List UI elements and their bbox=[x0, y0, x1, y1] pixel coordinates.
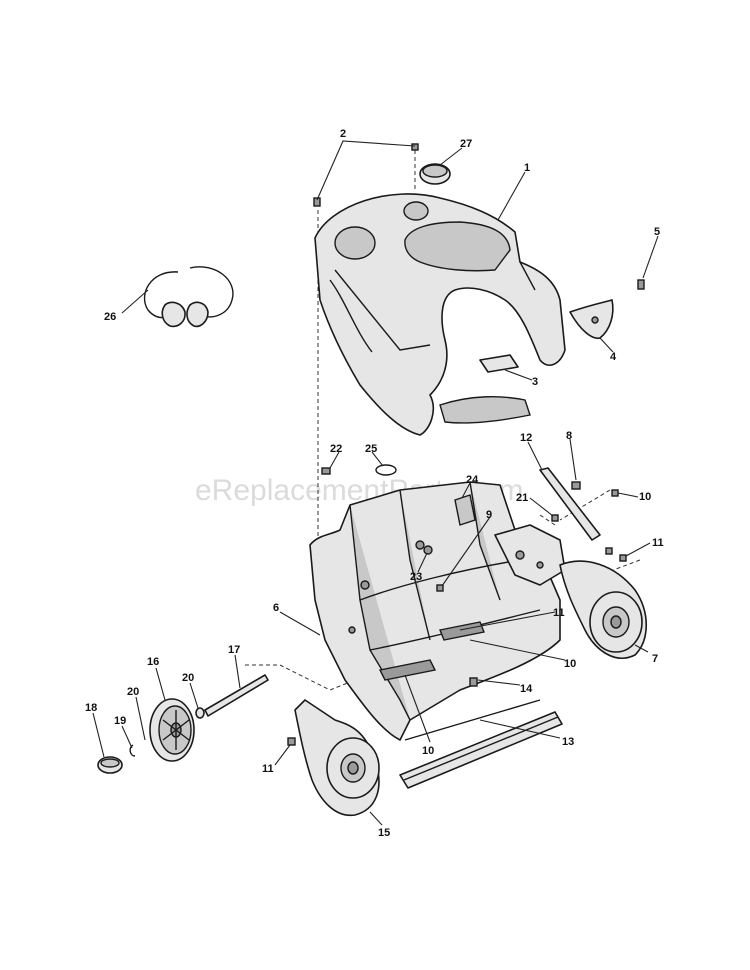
callout-24: 24 bbox=[466, 474, 479, 486]
part-14-screw bbox=[469, 677, 478, 687]
part-5-screw bbox=[637, 279, 645, 290]
part-13-scraper-bar bbox=[399, 711, 563, 789]
callout-14: 14 bbox=[520, 683, 533, 695]
part-8-clip bbox=[571, 481, 581, 490]
part-16-wheel bbox=[149, 698, 195, 762]
callout-9: 9 bbox=[486, 509, 492, 521]
part-11-screw-left bbox=[287, 737, 296, 746]
callout-27: 27 bbox=[460, 138, 472, 150]
part-11-screw-right bbox=[619, 554, 627, 562]
callout-11-a: 11 bbox=[652, 537, 664, 549]
part-20-washer bbox=[195, 707, 205, 719]
callout-13: 13 bbox=[562, 736, 574, 748]
callout-12: 12 bbox=[520, 432, 532, 444]
callout-11-b: 11 bbox=[553, 607, 565, 619]
callout-26: 26 bbox=[104, 311, 116, 323]
part-3-plate bbox=[479, 354, 519, 373]
part-15-left-cover bbox=[294, 699, 380, 817]
callout-11-c: 11 bbox=[262, 763, 274, 775]
part-23-screw bbox=[423, 545, 433, 555]
callout-16: 16 bbox=[147, 656, 159, 668]
part-12-rod bbox=[539, 467, 601, 541]
part-25-ring bbox=[375, 464, 397, 476]
part-10-screws-right bbox=[605, 489, 619, 555]
part-7-right-cover bbox=[559, 560, 647, 659]
callout-15: 15 bbox=[378, 827, 390, 839]
part-1-housing bbox=[314, 193, 566, 436]
callout-10-b: 10 bbox=[564, 658, 576, 670]
callout-20: 20 bbox=[182, 672, 194, 684]
leader-lines bbox=[92, 140, 659, 826]
callout-19: 19 bbox=[114, 715, 126, 727]
part-2-screws bbox=[313, 143, 419, 207]
part-18-hubcap bbox=[97, 756, 123, 774]
callout-20-alt: 20 bbox=[127, 686, 139, 698]
part-21-pin bbox=[551, 514, 559, 522]
callout-10-c: 10 bbox=[422, 745, 434, 757]
callout-1: 1 bbox=[524, 162, 530, 174]
callout-2: 2 bbox=[340, 128, 346, 140]
callout-3: 3 bbox=[532, 376, 538, 388]
callout-10-a: 10 bbox=[639, 491, 651, 503]
callout-25: 25 bbox=[365, 443, 377, 455]
part-6-frame bbox=[309, 481, 561, 741]
part-19-clip bbox=[129, 744, 136, 757]
part-24-bracket bbox=[454, 494, 476, 526]
callout-7: 7 bbox=[652, 653, 658, 665]
part-9-bolt bbox=[436, 584, 444, 592]
part-27-cap bbox=[419, 163, 451, 185]
callout-6: 6 bbox=[273, 602, 279, 614]
part-26-power-cord bbox=[143, 266, 234, 328]
callout-21: 21 bbox=[516, 492, 528, 504]
callout-8: 8 bbox=[566, 430, 572, 442]
part-17-axle bbox=[204, 674, 269, 717]
callout-23: 23 bbox=[410, 571, 422, 583]
callout-22: 22 bbox=[330, 443, 342, 455]
callout-18: 18 bbox=[85, 702, 97, 714]
callout-5: 5 bbox=[654, 226, 660, 238]
part-22-clip bbox=[321, 467, 331, 475]
part-4-bracket bbox=[569, 299, 614, 339]
callout-labels: 2 27 1 5 4 3 26 22 25 24 23 9 12 8 21 10… bbox=[85, 128, 664, 839]
callout-4: 4 bbox=[610, 351, 617, 363]
callout-17: 17 bbox=[228, 644, 240, 656]
